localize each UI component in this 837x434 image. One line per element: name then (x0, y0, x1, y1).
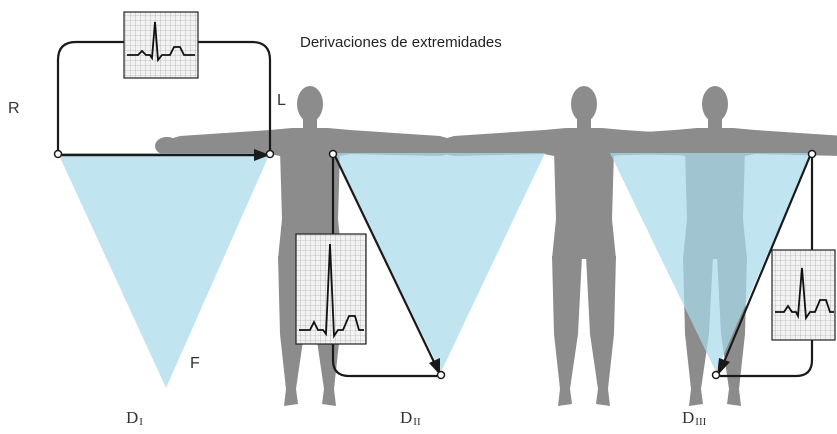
lead-label-2: DII (400, 408, 421, 428)
einthoven-triangle-2 (333, 153, 545, 372)
electrode-label-right: R (8, 100, 20, 117)
lead-wire-3 (720, 153, 814, 378)
einthoven-triangle-3 (610, 153, 812, 372)
electrode-foot (711, 370, 721, 380)
diagram-title: Derivaciones de extremidades (300, 34, 502, 51)
panel-lead-1 (53, 11, 465, 406)
lead-label-3-main: D (682, 408, 695, 427)
lead-label-1-sub: I (139, 416, 143, 428)
arrowhead-icon (254, 149, 270, 161)
electrode-right-arm (328, 149, 338, 159)
panel-lead-2 (295, 86, 739, 406)
electrode-left-arm (807, 149, 817, 159)
lead-label-3-sub: III (695, 416, 707, 428)
electrode-foot (436, 370, 446, 380)
panel-lead-3 (560, 86, 837, 406)
lead-label-3: DIII (682, 408, 706, 428)
lead-label-1-main: D (126, 408, 139, 427)
lead-label-2-sub: II (413, 416, 421, 428)
electrode-label-foot: F (190, 355, 200, 372)
einthoven-triangle-1 (58, 153, 270, 388)
arrowhead-icon (429, 358, 440, 375)
electrode-right-arm (53, 149, 63, 159)
lead-vector-2 (334, 155, 435, 363)
ecg-trace-box-3 (771, 249, 836, 341)
lead-wire-2 (331, 153, 437, 378)
electrode-label-left: L (277, 92, 286, 109)
electrode-left-arm (265, 149, 275, 159)
ecg-trace-box-1 (123, 11, 199, 79)
lead-label-2-main: D (400, 408, 413, 427)
arrowhead-icon (717, 358, 730, 376)
lead-vector-3 (722, 155, 812, 363)
lead-label-1: DI (126, 408, 143, 428)
ecg-trace-box-2 (295, 233, 367, 345)
